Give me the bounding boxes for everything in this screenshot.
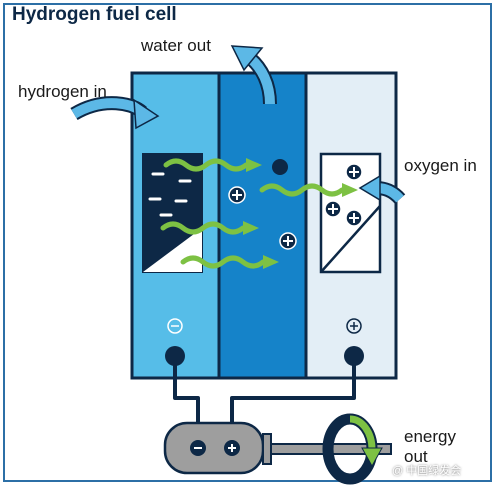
wavy-arrow-2 [259,183,345,197]
watermark: @ 中国绿发会 [392,465,462,477]
plus-sign-icon [228,186,246,204]
plus-sign-icon [345,163,363,181]
plus-sign-icon [279,232,297,250]
plus-sign-icon [345,209,363,227]
energy-out-label-line2: out [404,447,428,466]
terminal-icon [344,346,364,366]
cathode-plus-symbol [346,318,362,334]
energy-out-label-line1: energy [404,427,456,446]
plus-sign-icon [324,200,342,218]
wavy-arrow-3 [160,221,246,235]
water-out-label: water out [141,36,211,55]
electron-dot-icon [272,159,288,175]
plus-sign-icon [224,440,240,456]
hydrogen-in-label: hydrogen in [18,82,107,101]
wavy-arrows [160,158,345,269]
diagram-title: Hydrogen fuel cell [12,4,177,25]
electrolyte-compartment [217,71,308,380]
hydrogen-inlet-arrow [70,96,160,130]
positive-ions [228,163,363,250]
anode-electrode [142,153,203,273]
wavy-arrow-4 [180,255,266,269]
terminal-icon [165,346,185,366]
diagram-frame [3,3,492,482]
anode-minus-symbol [167,318,183,334]
water-outlet-arrow [230,45,277,105]
oxygen-in-label: oxygen in [404,156,477,175]
rotation-arrow-icon [322,413,383,485]
minus-sign-icon [190,440,206,456]
oxygen-inlet-arrow [358,174,406,204]
electron-minus-signs [148,172,192,217]
wavy-arrow-1 [163,158,249,172]
wavy-arrowheads [243,158,358,269]
motor [163,421,392,475]
circuit-wires [173,356,356,436]
